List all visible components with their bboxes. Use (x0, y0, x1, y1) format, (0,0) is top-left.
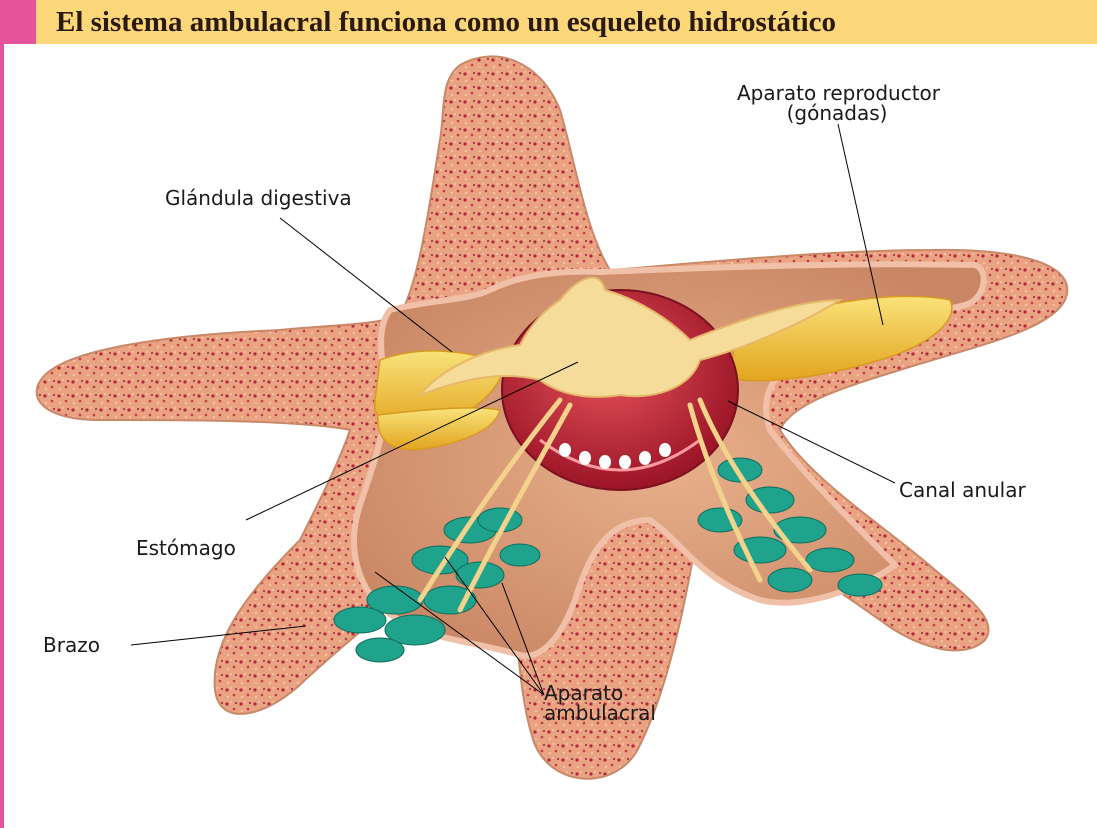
label-digestive-gland: Glándula digestiva (165, 188, 352, 208)
label-ambulacral-line2: ambulacral (544, 703, 656, 723)
label-ambulacral-line1: Aparato (544, 683, 656, 703)
label-arm: Brazo (43, 635, 100, 655)
label-ring-canal: Canal anular (899, 480, 1026, 500)
label-ambulacral: Aparato ambulacral (544, 683, 656, 723)
label-gonads-line1: Aparato reproductor (737, 83, 937, 103)
label-gonads: Aparato reproductor (gónadas) (737, 83, 937, 123)
label-gonads-line2: (gónadas) (737, 103, 937, 123)
label-stomach: Estómago (136, 538, 236, 558)
